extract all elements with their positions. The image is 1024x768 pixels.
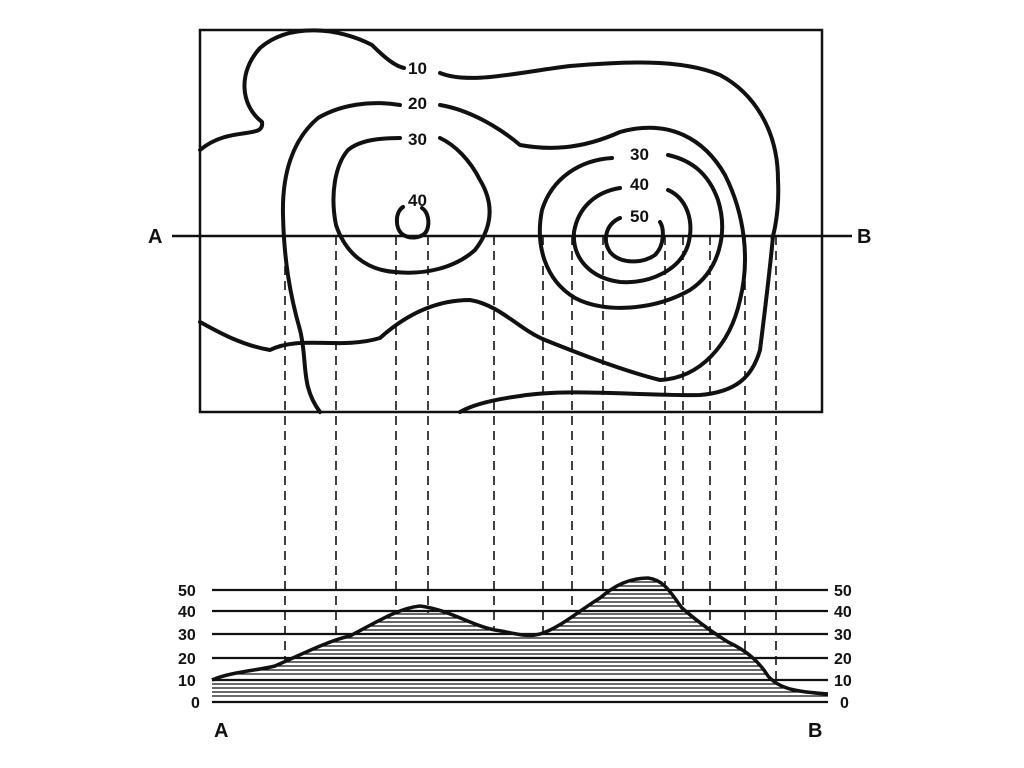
contour-label-30-right: 30 [630,145,649,164]
elevation-label-left-0: 0 [191,695,200,712]
contour-line-40-right [571,186,693,285]
contour-label-40-right: 40 [630,175,649,194]
elevation-label-left-10: 10 [178,673,196,690]
contour-line-30-right [537,153,725,310]
profile-curve [211,576,829,696]
elevation-label-left-20: 20 [178,651,196,668]
profile-label-b: B [808,720,822,742]
profile-label-a: A [214,720,228,742]
elevation-label-left-40: 40 [178,604,196,621]
elevation-label-right-10: 10 [834,673,852,690]
section-label-a: A [148,226,162,248]
elevation-label-left-30: 30 [178,627,196,644]
contour-label-50: 50 [630,207,649,226]
elevation-label-left-50: 50 [178,583,196,600]
projection-lines [284,236,777,680]
section-label-b: B [857,226,871,248]
contour-label-40-left: 40 [408,191,427,210]
elevation-profile: 50 40 30 20 10 0 50 40 30 20 10 0 A B [178,576,852,742]
contour-map: 10 20 30 40 30 40 50 A B [148,28,871,414]
elevation-label-right-20: 20 [834,651,852,668]
map-frame [198,28,824,414]
contour-line-30-left [331,136,492,275]
contour-label-30-left: 30 [408,130,427,149]
contour-line-40-left [394,205,431,240]
elevation-label-right-0: 0 [840,695,849,712]
elevation-label-right-50: 50 [834,583,852,600]
contour-label-10: 10 [408,59,427,78]
contour-label-20: 20 [408,94,427,113]
contour-line-20 [198,101,747,414]
elevation-label-right-30: 30 [834,627,852,644]
elevation-label-right-40: 40 [834,604,852,621]
